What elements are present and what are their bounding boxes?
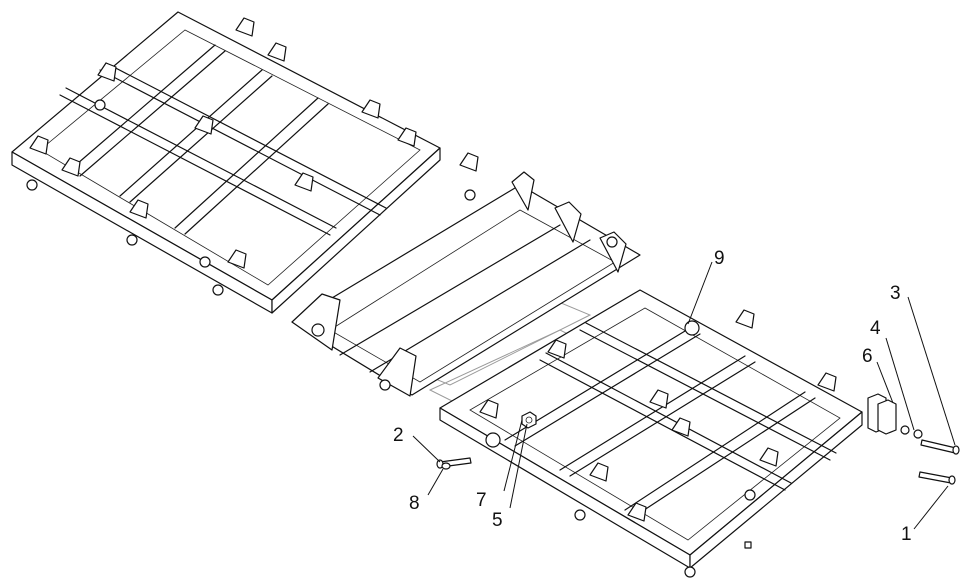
callout-8: 8 bbox=[409, 493, 420, 514]
callout-5: 5 bbox=[492, 510, 503, 531]
callout-2: 2 bbox=[393, 425, 404, 446]
callout-7: 7 bbox=[476, 490, 487, 511]
part-5-7-nut bbox=[521, 411, 537, 429]
callout-6: 6 bbox=[862, 346, 873, 367]
part-8-clip bbox=[441, 462, 451, 470]
callout-3: 3 bbox=[890, 283, 901, 304]
part-1-bolt bbox=[918, 471, 956, 485]
part-6-bracket bbox=[867, 393, 897, 435]
part-4-washers bbox=[900, 425, 923, 439]
callout-labels: 1 2 3 4 5 6 7 8 9 bbox=[393, 248, 912, 545]
callout-1: 1 bbox=[901, 524, 912, 545]
front-harrow-frame bbox=[439, 289, 863, 578]
callout-9: 9 bbox=[714, 248, 725, 269]
callout-4: 4 bbox=[870, 318, 881, 339]
hardware-parts bbox=[436, 393, 960, 485]
centre-linkage-frame bbox=[291, 171, 641, 397]
leader-lines bbox=[412, 261, 956, 530]
rear-harrow-frame bbox=[11, 11, 479, 314]
part-3-bolt bbox=[920, 439, 960, 455]
